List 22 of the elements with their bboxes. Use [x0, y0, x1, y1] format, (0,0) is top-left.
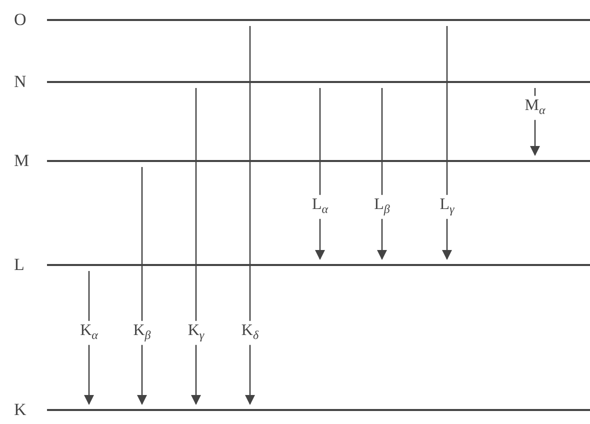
transition-arrow	[137, 167, 147, 405]
edge-label: L$_{γ}$	[438, 194, 456, 220]
energy-level	[14, 76, 590, 88]
level-label: K	[14, 401, 26, 419]
energy-level	[14, 259, 590, 271]
level-label: M	[14, 152, 30, 170]
transition-arrow	[245, 26, 255, 405]
edge-label: L$_{β}$	[372, 194, 392, 220]
energy-level	[14, 14, 590, 26]
level-label: O	[14, 11, 26, 29]
energy-level	[14, 404, 590, 416]
energy-level	[14, 155, 590, 167]
edge-label: K$_{γ}$	[186, 320, 206, 346]
level-label: N	[14, 73, 26, 91]
edge-label: K$_{β}$	[131, 320, 153, 346]
transition-arrow	[442, 26, 452, 260]
edge-label: K$_{α}$	[78, 320, 100, 346]
edge-label: K$_{δ}$	[239, 320, 261, 346]
transition-arrow	[191, 88, 201, 405]
edge-label: L$_{α}$	[310, 194, 330, 220]
level-label: L	[14, 256, 24, 274]
edge-label: M$_{α}$	[522, 96, 548, 120]
